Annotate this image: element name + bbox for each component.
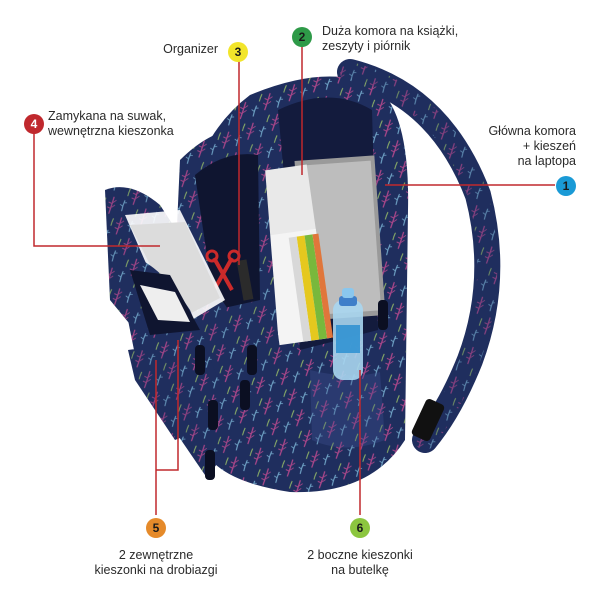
callout-2-label: Duża komora na książki, zeszyty i piórni… — [322, 24, 459, 53]
callout-badge-5: 5 — [146, 518, 166, 538]
strap-buckle — [411, 398, 445, 442]
books — [257, 164, 334, 346]
leader-lines — [33, 40, 555, 515]
callout-badge-2: 2 — [292, 27, 312, 47]
callout-3-label: Organizer — [163, 42, 218, 56]
callout-badge-6: 6 — [350, 518, 370, 538]
callout-1-label: Główna komora + kieszeń na laptopa — [488, 124, 576, 168]
callout-4-label: Zamykana na suwak, wewnętrzna kieszonka — [48, 109, 174, 138]
callout-5-label: 2 zewnętrzne kieszonki na drobiazgi — [94, 548, 218, 577]
callout-badge-4: 4 — [24, 114, 44, 134]
callout-badge-1: 1 — [556, 176, 576, 196]
zipper-pulls — [195, 300, 388, 480]
leader-line-5 — [155, 340, 179, 515]
leader-line-4 — [33, 125, 160, 247]
callout-6-label: 2 boczne kieszonki na butelkę — [307, 548, 413, 577]
callout-badge-3: 3 — [228, 42, 248, 62]
water-bottle — [333, 288, 363, 380]
